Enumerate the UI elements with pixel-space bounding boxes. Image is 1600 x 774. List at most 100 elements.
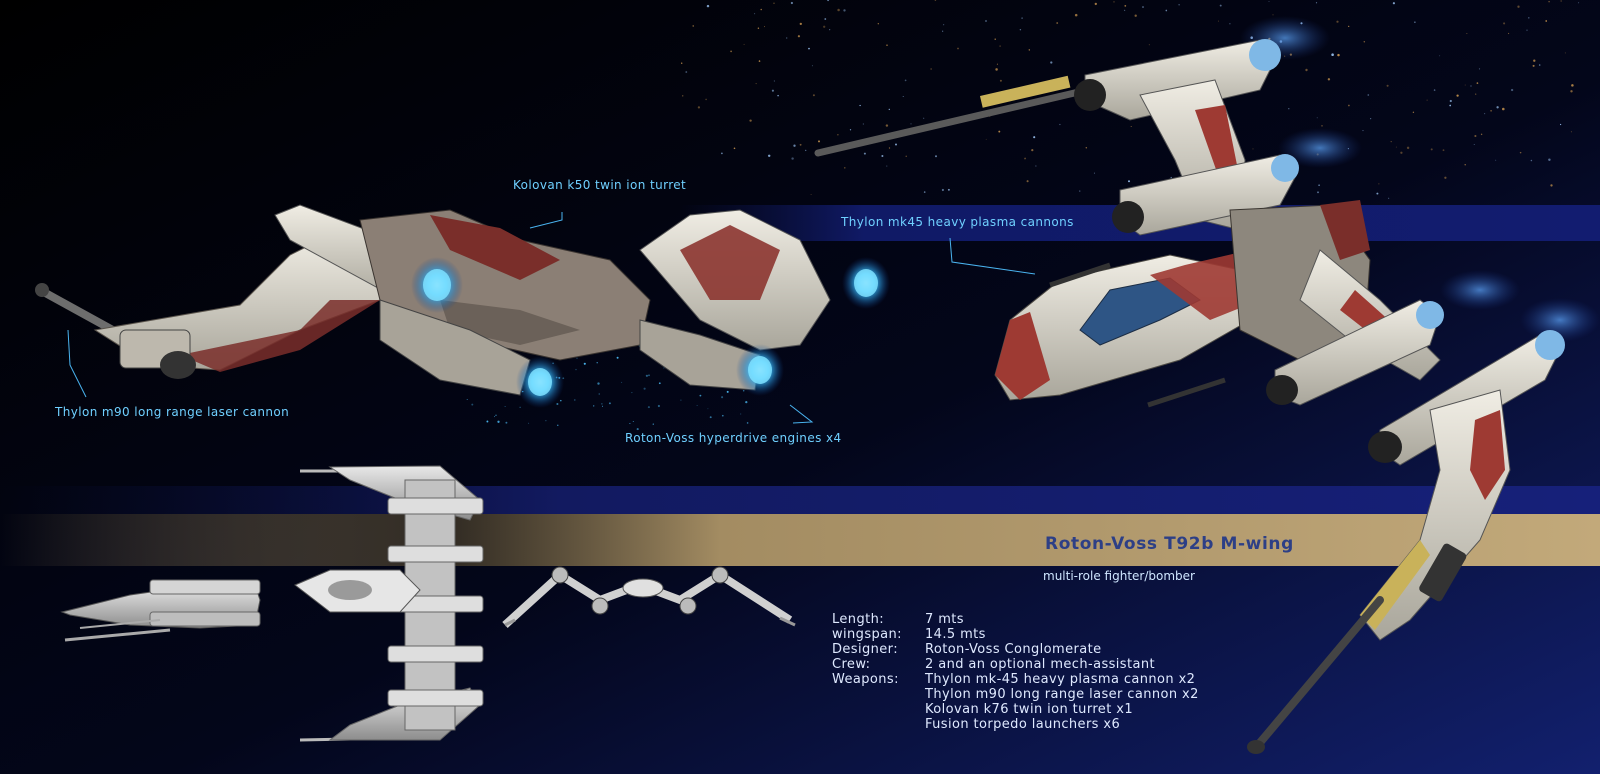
- exhaust-particle: [596, 362, 598, 364]
- star: [1321, 125, 1323, 127]
- star: [1348, 104, 1350, 107]
- star: [1510, 88, 1514, 92]
- star: [1134, 14, 1137, 17]
- spec-value: Thylon m90 long range laser cannon x2: [925, 687, 1199, 702]
- star: [1473, 143, 1475, 145]
- star: [994, 38, 996, 40]
- star: [947, 188, 950, 191]
- star: [1517, 5, 1520, 8]
- exhaust-particle: [583, 362, 586, 365]
- star: [1050, 61, 1053, 64]
- star: [773, 80, 776, 82]
- star: [1327, 78, 1331, 81]
- star: [824, 18, 827, 20]
- exhaust-particle: [647, 406, 650, 409]
- exhaust-particle: [621, 381, 623, 383]
- star: [877, 23, 879, 25]
- star: [985, 138, 987, 140]
- star: [1028, 49, 1030, 51]
- star: [943, 24, 945, 26]
- star: [811, 65, 813, 67]
- star: [791, 157, 794, 160]
- star: [681, 95, 684, 97]
- star: [799, 22, 802, 26]
- star: [886, 165, 888, 167]
- star: [1056, 22, 1059, 24]
- star: [705, 98, 707, 101]
- star: [1386, 84, 1389, 87]
- spec-row-crew: Crew: 2 and an optional mech-assistant: [832, 657, 1199, 672]
- star: [904, 79, 907, 82]
- star: [764, 26, 766, 28]
- star: [863, 152, 866, 155]
- star: [1348, 25, 1350, 28]
- star: [1035, 165, 1037, 167]
- star: [849, 129, 852, 131]
- fighter-front-view: [814, 39, 1565, 754]
- spec-value: Roton-Voss Conglomerate: [925, 642, 1102, 657]
- star: [957, 47, 959, 50]
- exhaust-particle: [643, 387, 646, 390]
- star: [837, 8, 840, 12]
- exhaust-particle: [709, 416, 712, 419]
- fighter-rear-view: [35, 204, 890, 408]
- star: [1033, 136, 1036, 139]
- star: [1272, 14, 1274, 16]
- star: [1170, 176, 1172, 179]
- exhaust-particle: [495, 414, 497, 416]
- star: [1476, 82, 1479, 84]
- star: [1085, 147, 1088, 149]
- star: [930, 68, 932, 70]
- star: [1317, 191, 1319, 194]
- exhaust-particle: [560, 399, 562, 402]
- star: [895, 143, 897, 146]
- star: [1550, 184, 1553, 187]
- spec-key: Designer:: [832, 642, 898, 657]
- star: [1502, 107, 1505, 111]
- star: [1094, 2, 1097, 6]
- star: [1390, 140, 1392, 143]
- star: [837, 134, 839, 136]
- exhaust-particle: [616, 356, 619, 359]
- navy-band: [0, 486, 1600, 514]
- star: [1503, 22, 1506, 25]
- star: [777, 94, 779, 97]
- star: [902, 96, 904, 98]
- gold-band: [0, 514, 1600, 566]
- callout-turret: Kolovan k50 twin ion turret: [513, 178, 687, 192]
- star: [1571, 84, 1574, 87]
- star: [817, 140, 821, 143]
- star: [749, 119, 752, 122]
- spec-key: Crew:: [832, 657, 871, 672]
- star: [1305, 68, 1308, 72]
- star: [1021, 17, 1023, 19]
- star: [923, 117, 925, 119]
- star: [999, 45, 1001, 47]
- star: [942, 30, 944, 32]
- star: [1426, 99, 1428, 101]
- callout-engines: Roton-Voss hyperdrive engines x4: [625, 431, 842, 445]
- star: [681, 62, 683, 64]
- star: [757, 27, 760, 30]
- star: [706, 4, 710, 8]
- star: [1528, 17, 1530, 19]
- star: [1024, 158, 1026, 160]
- star: [999, 79, 1002, 82]
- star: [812, 94, 815, 97]
- exhaust-particle: [466, 399, 468, 400]
- star: [1442, 149, 1445, 152]
- star: [1430, 148, 1433, 151]
- star: [1268, 1, 1270, 2]
- star: [733, 147, 736, 150]
- star: [721, 152, 723, 155]
- star: [685, 71, 688, 73]
- exhaust-particle: [497, 420, 500, 423]
- star: [697, 106, 701, 109]
- exhaust-particle: [645, 374, 649, 377]
- star: [1142, 6, 1144, 8]
- star: [1532, 64, 1535, 67]
- star: [1400, 151, 1403, 154]
- front-view: [502, 566, 796, 628]
- star: [1318, 184, 1320, 187]
